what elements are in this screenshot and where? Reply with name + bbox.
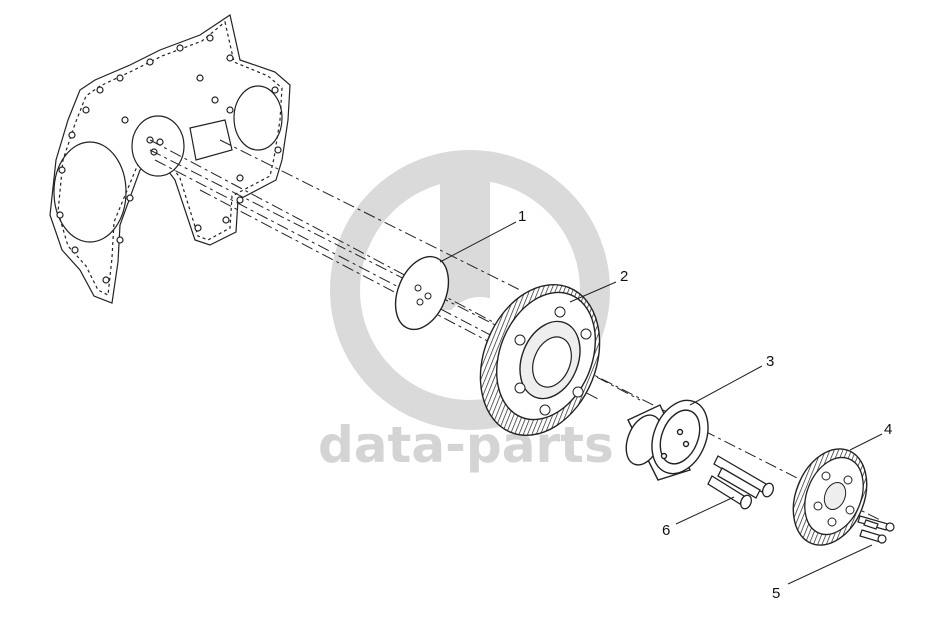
callout-4: 4 [884, 421, 892, 438]
watermark-text: data-parts [318, 416, 614, 474]
callout-2: 2 [620, 268, 628, 285]
housing-plate [49, 14, 291, 304]
screws-part-5 [857, 515, 895, 544]
thrust-washer-part-1 [394, 255, 450, 331]
idler-gear-part-2 [479, 283, 601, 437]
small-gear-part-4 [792, 448, 868, 546]
callout-5: 5 [772, 585, 780, 602]
bolts-part-6 [707, 455, 774, 510]
callout-3: 3 [766, 353, 774, 370]
callout-1: 1 [518, 208, 526, 225]
callout-leaders [439, 221, 883, 585]
bushing-hub-part-3 [625, 399, 709, 481]
callout-6: 6 [662, 522, 670, 539]
